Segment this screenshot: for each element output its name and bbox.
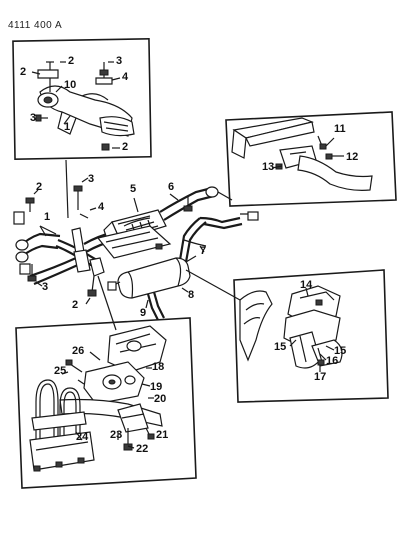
callout-19: 19 bbox=[150, 381, 163, 393]
callout-22: 22 bbox=[136, 443, 149, 455]
callout-7: 7 bbox=[200, 245, 207, 257]
main-exhaust-assembly bbox=[13, 159, 259, 331]
detail-box-top-left bbox=[12, 37, 152, 160]
callout-10: 10 bbox=[64, 79, 77, 91]
callout-25: 25 bbox=[54, 365, 67, 377]
callout-13: 13 bbox=[262, 161, 275, 173]
callout-16: 16 bbox=[326, 355, 339, 367]
callout-26: 26 bbox=[72, 345, 85, 357]
callout-24: 24 bbox=[76, 431, 89, 443]
callout-1: 1 bbox=[64, 121, 71, 133]
callout-18: 18 bbox=[152, 361, 165, 373]
callout-2: 2 bbox=[68, 55, 75, 67]
callout-6: 6 bbox=[168, 181, 175, 193]
callout-2: 2 bbox=[36, 181, 43, 193]
callout-15: 15 bbox=[334, 345, 347, 357]
callout-3: 3 bbox=[30, 112, 37, 124]
callout-3: 3 bbox=[42, 281, 49, 293]
detail-box-top-right bbox=[225, 111, 397, 207]
callout-1: 1 bbox=[44, 211, 51, 223]
callout-14: 14 bbox=[300, 279, 313, 291]
callout-9: 9 bbox=[140, 307, 147, 319]
callout-11: 11 bbox=[334, 123, 346, 135]
callout-12: 12 bbox=[346, 151, 359, 163]
callout-3: 3 bbox=[88, 173, 95, 185]
callout-2: 2 bbox=[20, 66, 27, 78]
callout-20: 20 bbox=[154, 393, 167, 405]
drawing-code: 4111 400 A bbox=[8, 20, 63, 31]
callout-8: 8 bbox=[188, 289, 195, 301]
callout-4: 4 bbox=[98, 201, 105, 213]
callout-17: 17 bbox=[314, 371, 327, 383]
detail-box-bottom-left bbox=[15, 317, 197, 489]
callout-3: 3 bbox=[116, 55, 123, 67]
callout-4: 4 bbox=[122, 71, 129, 83]
callout-15: 15 bbox=[274, 341, 287, 353]
callout-23: 23 bbox=[110, 429, 123, 441]
callout-2: 2 bbox=[72, 299, 79, 311]
callout-21: 21 bbox=[156, 429, 169, 441]
callout-2: 2 bbox=[122, 141, 129, 153]
detail-box-right bbox=[233, 269, 389, 403]
callout-5: 5 bbox=[130, 183, 137, 195]
